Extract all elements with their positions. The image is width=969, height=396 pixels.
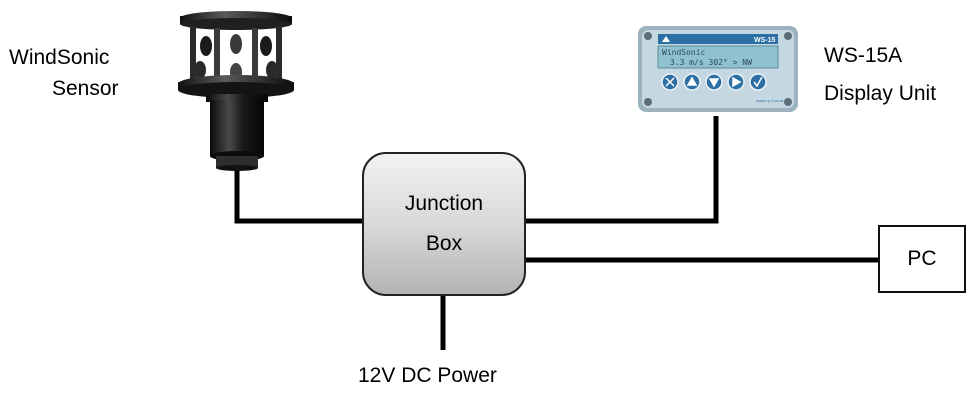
- display-footer-text: www.r-p-t.co.uk: [756, 98, 784, 103]
- sensor-label-line1: WindSonic: [9, 46, 110, 69]
- display-wire: [524, 116, 719, 224]
- sensor-wire: [234, 168, 364, 224]
- pc-box: PC: [878, 225, 966, 293]
- ws15a-display-image: WS-15 WindSonic 3.3 m/s 302° > NW www.r-…: [638, 26, 798, 112]
- junction-box: Junction Box: [362, 152, 526, 296]
- pc-label: PC: [907, 247, 937, 270]
- junction-label-line2: Box: [425, 232, 463, 255]
- display-label-line1: WS-15A: [824, 44, 903, 67]
- display-header-text: WS-15: [754, 37, 776, 44]
- windsonic-sensor-image: [178, 11, 294, 171]
- power-label: 12V DC Power: [358, 364, 497, 387]
- junction-label-line1: Junction: [404, 192, 484, 215]
- display-label-line2: Display Unit: [824, 82, 937, 105]
- display-line1-text: WindSonic: [662, 48, 706, 57]
- sensor-label-line2: Sensor: [52, 77, 119, 100]
- display-line2-text: 3.3 m/s 302° > NW: [670, 58, 752, 67]
